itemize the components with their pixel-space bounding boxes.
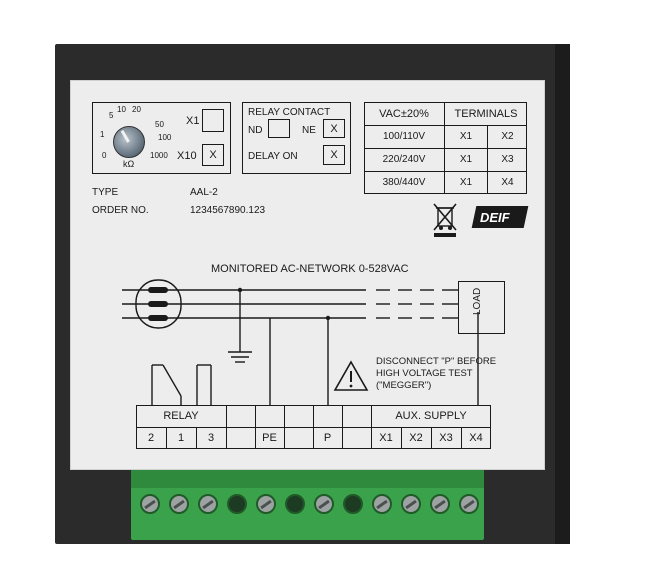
order-value: 1234567890.123 (190, 205, 266, 216)
terminal-3: 3 (207, 432, 215, 444)
terminal-2: 2 (147, 432, 155, 444)
load-box (458, 281, 505, 334)
multiplier-x1-label: X1 (186, 115, 200, 127)
relay-ne-label: NE (302, 125, 316, 136)
voltage-table-rule (364, 171, 527, 173)
relay-nd-checkbox[interactable] (268, 119, 290, 138)
voltage-table-rule (364, 148, 527, 150)
terminal-x3: X3 (439, 432, 453, 444)
pot-scale-20: 20 (132, 105, 141, 114)
multiplier-x10-mark: X (209, 149, 217, 161)
multiplier-x1-checkbox[interactable] (202, 109, 224, 132)
voltage-row-1-t2: X2 (501, 131, 514, 142)
terminal-divider (284, 405, 286, 449)
voltage-row-2-t2: X3 (501, 154, 514, 165)
pot-scale-0: 0 (102, 151, 107, 160)
pot-scale-100: 100 (158, 133, 172, 142)
relay-ne-checkbox[interactable] (323, 119, 345, 138)
terminal-divider (226, 405, 228, 449)
voltage-row-3-t2: X4 (501, 177, 514, 188)
screw-icon[interactable] (459, 494, 479, 514)
terminal-divider (166, 427, 168, 449)
terminal-divider (196, 427, 198, 449)
potentiometer-knob[interactable] (113, 126, 145, 158)
terminal-p: P (323, 432, 332, 444)
voltage-row-3-vac: 380/440V (382, 177, 426, 188)
terminal-divider (431, 427, 433, 449)
load-label: LOAD (472, 287, 483, 315)
weee-bin-icon (433, 203, 457, 237)
screw-icon[interactable] (430, 494, 450, 514)
screw-icon[interactable] (372, 494, 392, 514)
voltage-header-vac: VAC±20% (379, 108, 429, 120)
terminal-connector-top (131, 470, 484, 488)
voltage-row-1-vac: 100/110V (382, 131, 426, 142)
terminal-divider (342, 405, 344, 449)
relay-contact-title: RELAY CONTACT (248, 107, 331, 118)
screw-icon[interactable] (140, 494, 160, 514)
multiplier-x10-label: X10 (177, 150, 197, 162)
deif-logo-text: DEIF (480, 210, 510, 225)
terminal-hole (227, 494, 247, 514)
warning-triangle-icon (333, 360, 369, 391)
device-side-rail (555, 44, 570, 544)
terminal-hole (343, 494, 363, 514)
relay-contact-frame (242, 102, 351, 174)
pot-scale-50: 50 (155, 120, 164, 129)
terminal-divider (371, 405, 373, 449)
voltage-row-2-t1: X1 (459, 154, 473, 165)
pot-scale-5: 5 (109, 111, 114, 120)
screw-icon[interactable] (314, 494, 334, 514)
terminal-1: 1 (177, 432, 185, 444)
aux-supply-group-label: AUX. SUPPLY (395, 410, 467, 422)
multiplier-x10-checkbox[interactable] (202, 144, 224, 166)
voltage-row-2-vac: 220/240V (382, 154, 426, 165)
pot-scale-10: 10 (117, 105, 126, 114)
terminal-hole (285, 494, 305, 514)
terminal-pe: PE (262, 432, 277, 444)
terminal-divider (461, 427, 463, 449)
potentiometer-frame (92, 102, 231, 174)
relay-delay-checkbox[interactable] (323, 145, 345, 165)
voltage-row-3-t1: X1 (459, 177, 473, 188)
type-value: AAL-2 (190, 187, 218, 198)
screw-icon[interactable] (169, 494, 189, 514)
order-label: ORDER NO. (92, 205, 149, 216)
terminal-divider (313, 405, 315, 449)
screw-icon[interactable] (198, 494, 218, 514)
voltage-row-1-t1: X1 (459, 131, 473, 142)
screw-icon[interactable] (401, 494, 421, 514)
warning-line-2: HIGH VOLTAGE TEST (376, 368, 473, 379)
relay-ne-mark: X (330, 123, 338, 135)
relay-group-label: RELAY (163, 410, 199, 422)
terminal-divider (401, 427, 403, 449)
warning-line-1: DISCONNECT "P" BEFORE (376, 356, 497, 367)
relay-delay-label: DELAY ON (248, 151, 298, 162)
pot-scale-1000: 1000 (150, 151, 168, 160)
voltage-header-terminals: TERMINALS (454, 108, 518, 120)
relay-delay-mark: X (330, 149, 338, 161)
voltage-table-divider-2 (487, 125, 489, 194)
diagram-title: MONITORED AC-NETWORK 0-528VAC (211, 263, 409, 275)
terminal-x1: X1 (379, 432, 393, 444)
terminal-divider (255, 405, 257, 449)
pot-scale-1: 1 (100, 130, 105, 139)
relay-nd-label: ND (248, 125, 263, 136)
type-label: TYPE (92, 187, 119, 198)
terminal-x2: X2 (409, 432, 423, 444)
terminal-x4: X4 (469, 432, 483, 444)
warning-line-3: ("MEGGER") (376, 380, 432, 391)
screw-icon[interactable] (256, 494, 276, 514)
pot-unit: kΩ (123, 159, 135, 169)
voltage-table-rule (364, 125, 527, 127)
